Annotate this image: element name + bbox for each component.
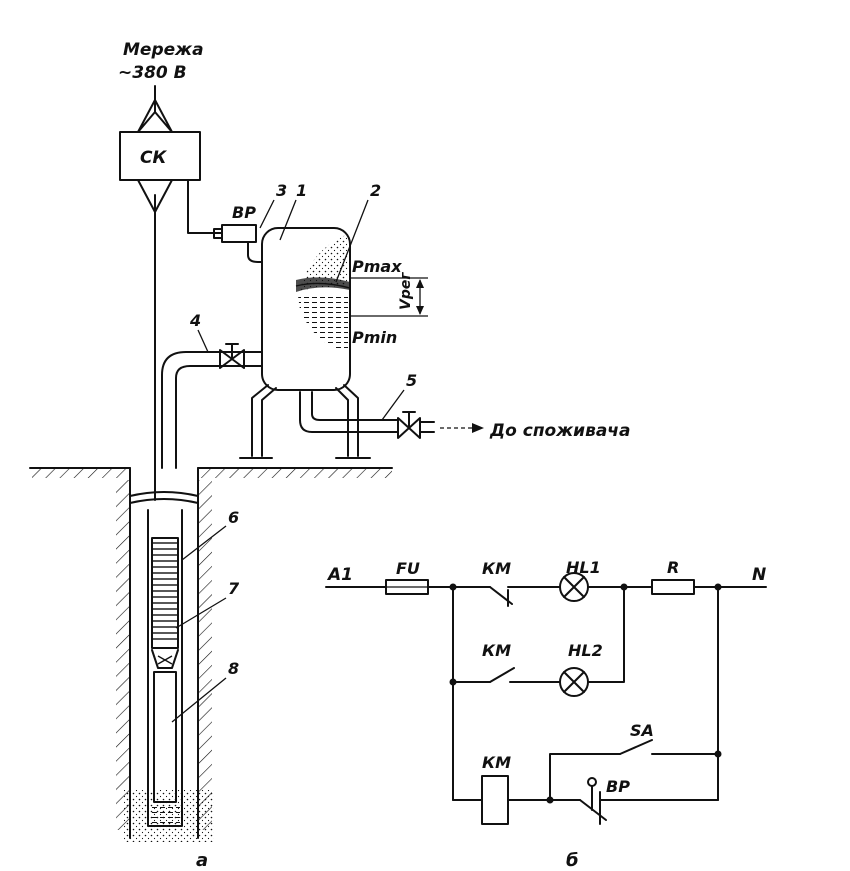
- callout-1: 1: [296, 181, 307, 200]
- pmin-label: Pmin: [352, 328, 397, 347]
- ground-surface: [29, 467, 393, 478]
- n-label: N: [752, 565, 766, 585]
- bp-label: ВР: [606, 777, 630, 796]
- km-mid-label: КМ: [482, 641, 511, 660]
- lamp-hl2: [559, 667, 589, 697]
- km-no-contact: [452, 667, 561, 683]
- hl2-return: [587, 586, 625, 683]
- relay-signal-line: [187, 179, 223, 234]
- km-coil-label: КМ: [482, 753, 511, 772]
- inlet-pipe: [161, 343, 263, 469]
- voltage-label: ~380 В: [118, 63, 187, 83]
- pressure-tank: [261, 227, 351, 391]
- sa-switch: [549, 739, 719, 801]
- tank-legs: [239, 384, 371, 459]
- callout-6: 6: [228, 508, 239, 527]
- resistor-r: [651, 579, 695, 595]
- pmax-label: Pmax: [352, 257, 402, 276]
- hl2-label: HL2: [568, 641, 603, 660]
- lamp-hl1: [559, 572, 589, 602]
- pressure-relay: [213, 224, 263, 263]
- consumer-label: До споживача: [489, 421, 630, 441]
- km-coil: [481, 775, 509, 825]
- supply-cable: [137, 85, 173, 133]
- submersible-pump: [147, 509, 183, 827]
- callout-3: 3: [276, 181, 287, 200]
- fu-label: FU: [396, 559, 420, 578]
- well-casing: [116, 467, 214, 842]
- outlet-pipe: [299, 391, 484, 439]
- callout-5: 5: [406, 371, 417, 390]
- network-label: Мережа: [123, 40, 204, 60]
- diagram-a: Мережа ~380 В СК ВР 3: [29, 40, 630, 871]
- station-label: СК: [140, 148, 167, 168]
- hl1-label: HL1: [566, 558, 601, 577]
- callout-2: 2: [370, 181, 381, 200]
- callout-7: 7: [228, 579, 240, 598]
- callout-4: 4: [189, 311, 201, 330]
- diagram-b: А1 FU КМ HL1 R N: [325, 558, 767, 871]
- km-nc-contact: [489, 586, 561, 607]
- r-label: R: [667, 558, 679, 577]
- sa-label: SA: [630, 721, 654, 740]
- a1-label: А1: [326, 565, 353, 585]
- well-cable: [137, 179, 173, 501]
- caption-a: а: [196, 850, 208, 871]
- relay-label: ВР: [232, 203, 256, 222]
- control-station-box: [119, 131, 201, 181]
- km-top-label: КМ: [482, 559, 511, 578]
- callout-8: 8: [228, 659, 239, 678]
- bp-pressure-contact: [579, 777, 719, 825]
- caption-b: б: [566, 850, 579, 871]
- vreg-label: Vрег: [398, 272, 414, 310]
